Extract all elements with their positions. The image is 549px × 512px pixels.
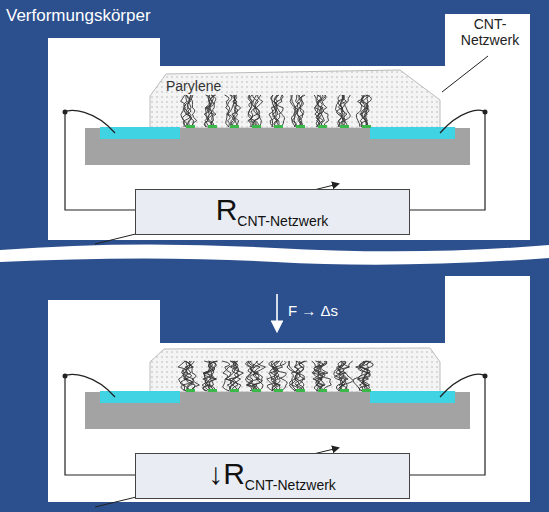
catalyst-pad [252, 125, 261, 128]
resistance-subscript: CNT-Netzwerk [237, 213, 328, 229]
nanotube [189, 361, 199, 391]
deformation-body [0, 0, 549, 251]
nanotube [204, 361, 217, 391]
electrode-pad [100, 391, 180, 403]
catalyst-pad [186, 125, 195, 128]
force-label: F → Δs [288, 302, 338, 319]
nanotube [207, 361, 217, 391]
wire [410, 374, 485, 475]
wire-dot [483, 110, 488, 115]
catalyst-pad [252, 389, 261, 392]
cavity [48, 14, 530, 240]
catalyst-pad [296, 389, 305, 392]
nanotube [191, 95, 197, 127]
catalyst-pad [340, 389, 349, 392]
nanotube [276, 95, 283, 127]
catalyst-pad [362, 125, 371, 128]
nanotube [254, 361, 266, 391]
nanotube [299, 95, 305, 127]
nanotube [181, 361, 194, 391]
force-arrow [276, 294, 278, 330]
electrode-pad [370, 127, 455, 139]
wire [65, 110, 135, 210]
wire [410, 110, 485, 210]
catalyst-pad [274, 125, 283, 128]
nanotube [274, 361, 287, 391]
catalyst-pad [186, 389, 195, 392]
nanotube [181, 95, 186, 127]
nanotube [231, 95, 237, 127]
catalyst-pad [208, 389, 217, 392]
nanotube [208, 361, 217, 391]
catalyst-pad [362, 389, 371, 392]
nanotube [256, 95, 263, 127]
catalyst-pad [340, 125, 349, 128]
wire-dot [63, 110, 68, 115]
cavity [48, 276, 530, 502]
nanotube [277, 95, 285, 127]
body-label: Verformungskörper [6, 6, 151, 26]
nanotube [290, 95, 296, 127]
nanotube [233, 95, 241, 127]
nanotube [366, 95, 372, 127]
wire-dot [63, 374, 68, 379]
resistance-symbol: R [216, 190, 238, 230]
substrate [85, 392, 470, 429]
nanotube [334, 361, 345, 391]
nanotube [362, 361, 371, 391]
nanotube [211, 95, 216, 127]
substrate [85, 128, 470, 165]
cnt-network [181, 95, 372, 127]
resistance-subscript: CNT-Netzwerk [245, 477, 336, 493]
layer-label: Parylene [166, 78, 221, 94]
catalyst-pad [208, 125, 217, 128]
nanotube [296, 361, 307, 391]
part-label: CNT- Netzwerk [452, 16, 528, 48]
catalyst-pad [296, 125, 305, 128]
nanotube [230, 361, 243, 391]
resistance-symbol: ↓R [208, 454, 245, 494]
parylene-layer [150, 70, 440, 128]
electrode-pad [370, 391, 455, 403]
nanotube [320, 361, 332, 391]
wire-dot [483, 374, 488, 379]
nanotube [322, 95, 329, 127]
wire [65, 374, 135, 475]
nanotube [223, 361, 234, 391]
resistance-box: RCNT-Netzwerk [135, 189, 410, 235]
resistance-box: ↓RCNT-Netzwerk [135, 453, 410, 499]
catalyst-pad [318, 389, 327, 392]
catalyst-pad [230, 125, 239, 128]
parylene-layer [150, 348, 440, 392]
nanotube [344, 95, 351, 127]
catalyst-pad [318, 125, 327, 128]
electrode-pad [100, 127, 180, 139]
catalyst-pad [274, 389, 283, 392]
catalyst-pads [186, 389, 371, 392]
nanotube [357, 361, 370, 391]
nanotube [342, 95, 347, 127]
catalyst-pads [186, 125, 371, 128]
deformation-body [0, 258, 549, 512]
catalyst-pad [230, 389, 239, 392]
nanotube [341, 361, 353, 391]
cnt-network [178, 361, 373, 391]
nanotube [188, 95, 194, 127]
leader-line [442, 56, 488, 92]
nanotube [210, 95, 216, 127]
nanotube [273, 361, 286, 391]
nanotube [337, 95, 344, 127]
nanotube [363, 361, 373, 391]
